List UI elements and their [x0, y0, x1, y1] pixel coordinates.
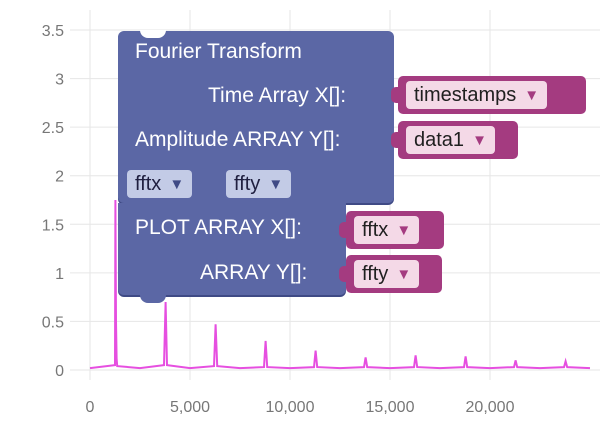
y-tick-label: 3	[55, 72, 64, 89]
plot-y-label: ARRAY Y[]:	[200, 261, 308, 284]
x-tick-label: 5,000	[170, 399, 210, 416]
x-tick-label: 10,000	[266, 399, 315, 416]
chevron-down-icon: ▼	[524, 87, 540, 104]
y-tick-label: 0.5	[42, 314, 64, 331]
block-tab	[140, 295, 166, 303]
y-tick-label: 3.5	[42, 23, 64, 40]
socket-connector	[339, 222, 349, 238]
spectrum-line	[89, 199, 591, 370]
y-tick-label: 2.5	[42, 120, 64, 137]
chevron-down-icon: ▼	[268, 176, 284, 193]
y-tick-label: 1.5	[42, 217, 64, 234]
fftx-variable-dropdown[interactable]: fftx ▼	[127, 170, 193, 198]
time-array-label: Time Array X[]:	[208, 84, 347, 107]
plot-x-socket[interactable]: fftx ▼	[339, 211, 444, 249]
plot-ffty-dropdown[interactable]: ffty ▼	[354, 260, 420, 288]
socket-connector	[391, 87, 401, 103]
plot-fftx-dropdown[interactable]: fftx ▼	[354, 216, 420, 244]
plot-array-block[interactable]: PLOT ARRAY X[]: ARRAY Y[]:	[118, 203, 346, 303]
chevron-down-icon: ▼	[169, 176, 185, 193]
plot-ffty-value: ffty	[362, 263, 389, 285]
data1-value: data1	[414, 129, 465, 151]
ffty-variable-value: ffty	[234, 173, 261, 195]
amplitude-array-socket[interactable]: data1 ▼	[391, 121, 518, 159]
chevron-down-icon: ▼	[396, 222, 412, 239]
timestamps-value: timestamps	[414, 84, 517, 106]
block-notch	[140, 30, 166, 38]
amplitude-array-label: Amplitude ARRAY Y[]:	[135, 128, 341, 151]
y-tick-label: 1	[55, 266, 64, 283]
y-tick-label: 0	[55, 363, 64, 380]
y-axis-ticks: 0 0.5 1 1.5 2 2.5 3 3.5	[42, 23, 64, 380]
plot-y-socket[interactable]: ffty ▼	[339, 255, 442, 293]
fftx-variable-value: fftx	[135, 173, 162, 195]
time-array-socket[interactable]: timestamps ▼	[391, 76, 586, 114]
x-tick-label: 0	[86, 399, 95, 416]
data1-dropdown[interactable]: data1 ▼	[406, 126, 495, 154]
x-tick-label: 20,000	[466, 399, 515, 416]
socket-connector	[391, 132, 401, 148]
ffty-variable-dropdown[interactable]: ffty ▼	[226, 170, 292, 198]
socket-connector	[339, 266, 349, 282]
plot-fftx-value: fftx	[362, 219, 389, 241]
y-tick-label: 2	[55, 169, 64, 186]
plot-x-label: PLOT ARRAY X[]:	[135, 216, 302, 239]
x-axis-ticks: 0 5,000 10,000 15,000 20,000	[86, 399, 515, 416]
block-title: Fourier Transform	[135, 40, 302, 63]
chevron-down-icon: ▼	[472, 132, 487, 149]
chevron-down-icon: ▼	[396, 266, 412, 283]
x-tick-label: 15,000	[366, 399, 415, 416]
timestamps-dropdown[interactable]: timestamps ▼	[406, 81, 548, 109]
